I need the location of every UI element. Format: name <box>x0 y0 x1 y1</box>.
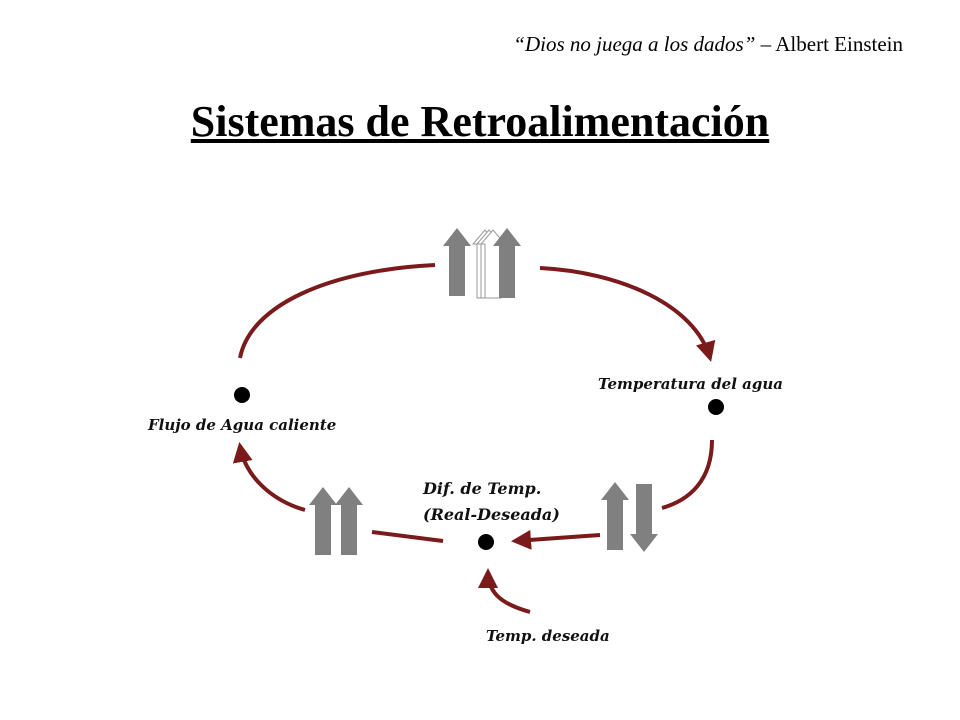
up-arrow-icon <box>493 228 521 298</box>
arrow-top-left <box>238 263 436 359</box>
label-flow: Flujo de Agua caliente <box>147 416 336 434</box>
quote-text: “Dios no juega a los dados” <box>513 32 756 56</box>
arrow-right-to-diff <box>511 529 601 550</box>
right-block-arrows <box>601 482 658 552</box>
node-diff-dot <box>478 534 494 550</box>
arrow-right-down <box>661 439 714 510</box>
page-title: Sistemas de Retroalimentación <box>190 97 770 146</box>
up-arrow-icon <box>309 487 337 555</box>
node-flow-dot <box>234 387 250 403</box>
arrow-diff-to-left <box>371 530 444 543</box>
top-block-arrows <box>443 228 521 299</box>
label-desired: Temp. deseada <box>486 627 610 645</box>
up-arrow-icon <box>601 482 629 550</box>
quote: “Dios no juega a los dados” – Albert Ein… <box>513 32 903 57</box>
node-temperature-dot <box>708 399 724 415</box>
up-arrow-icon <box>443 228 471 296</box>
label-diff-line1: Dif. de Temp. <box>422 479 541 498</box>
arrow-desired-to-diff <box>478 568 531 614</box>
quote-author: – Albert Einstein <box>755 32 903 56</box>
arrow-top-right <box>539 266 716 362</box>
label-diff-line2: (Real-Deseada) <box>423 505 560 524</box>
up-arrow-icon <box>335 487 363 555</box>
label-temperature: Temperatura del agua <box>598 375 783 393</box>
left-block-arrows <box>309 487 363 555</box>
arrow-left-up <box>232 442 306 512</box>
down-arrow-icon <box>630 484 658 552</box>
